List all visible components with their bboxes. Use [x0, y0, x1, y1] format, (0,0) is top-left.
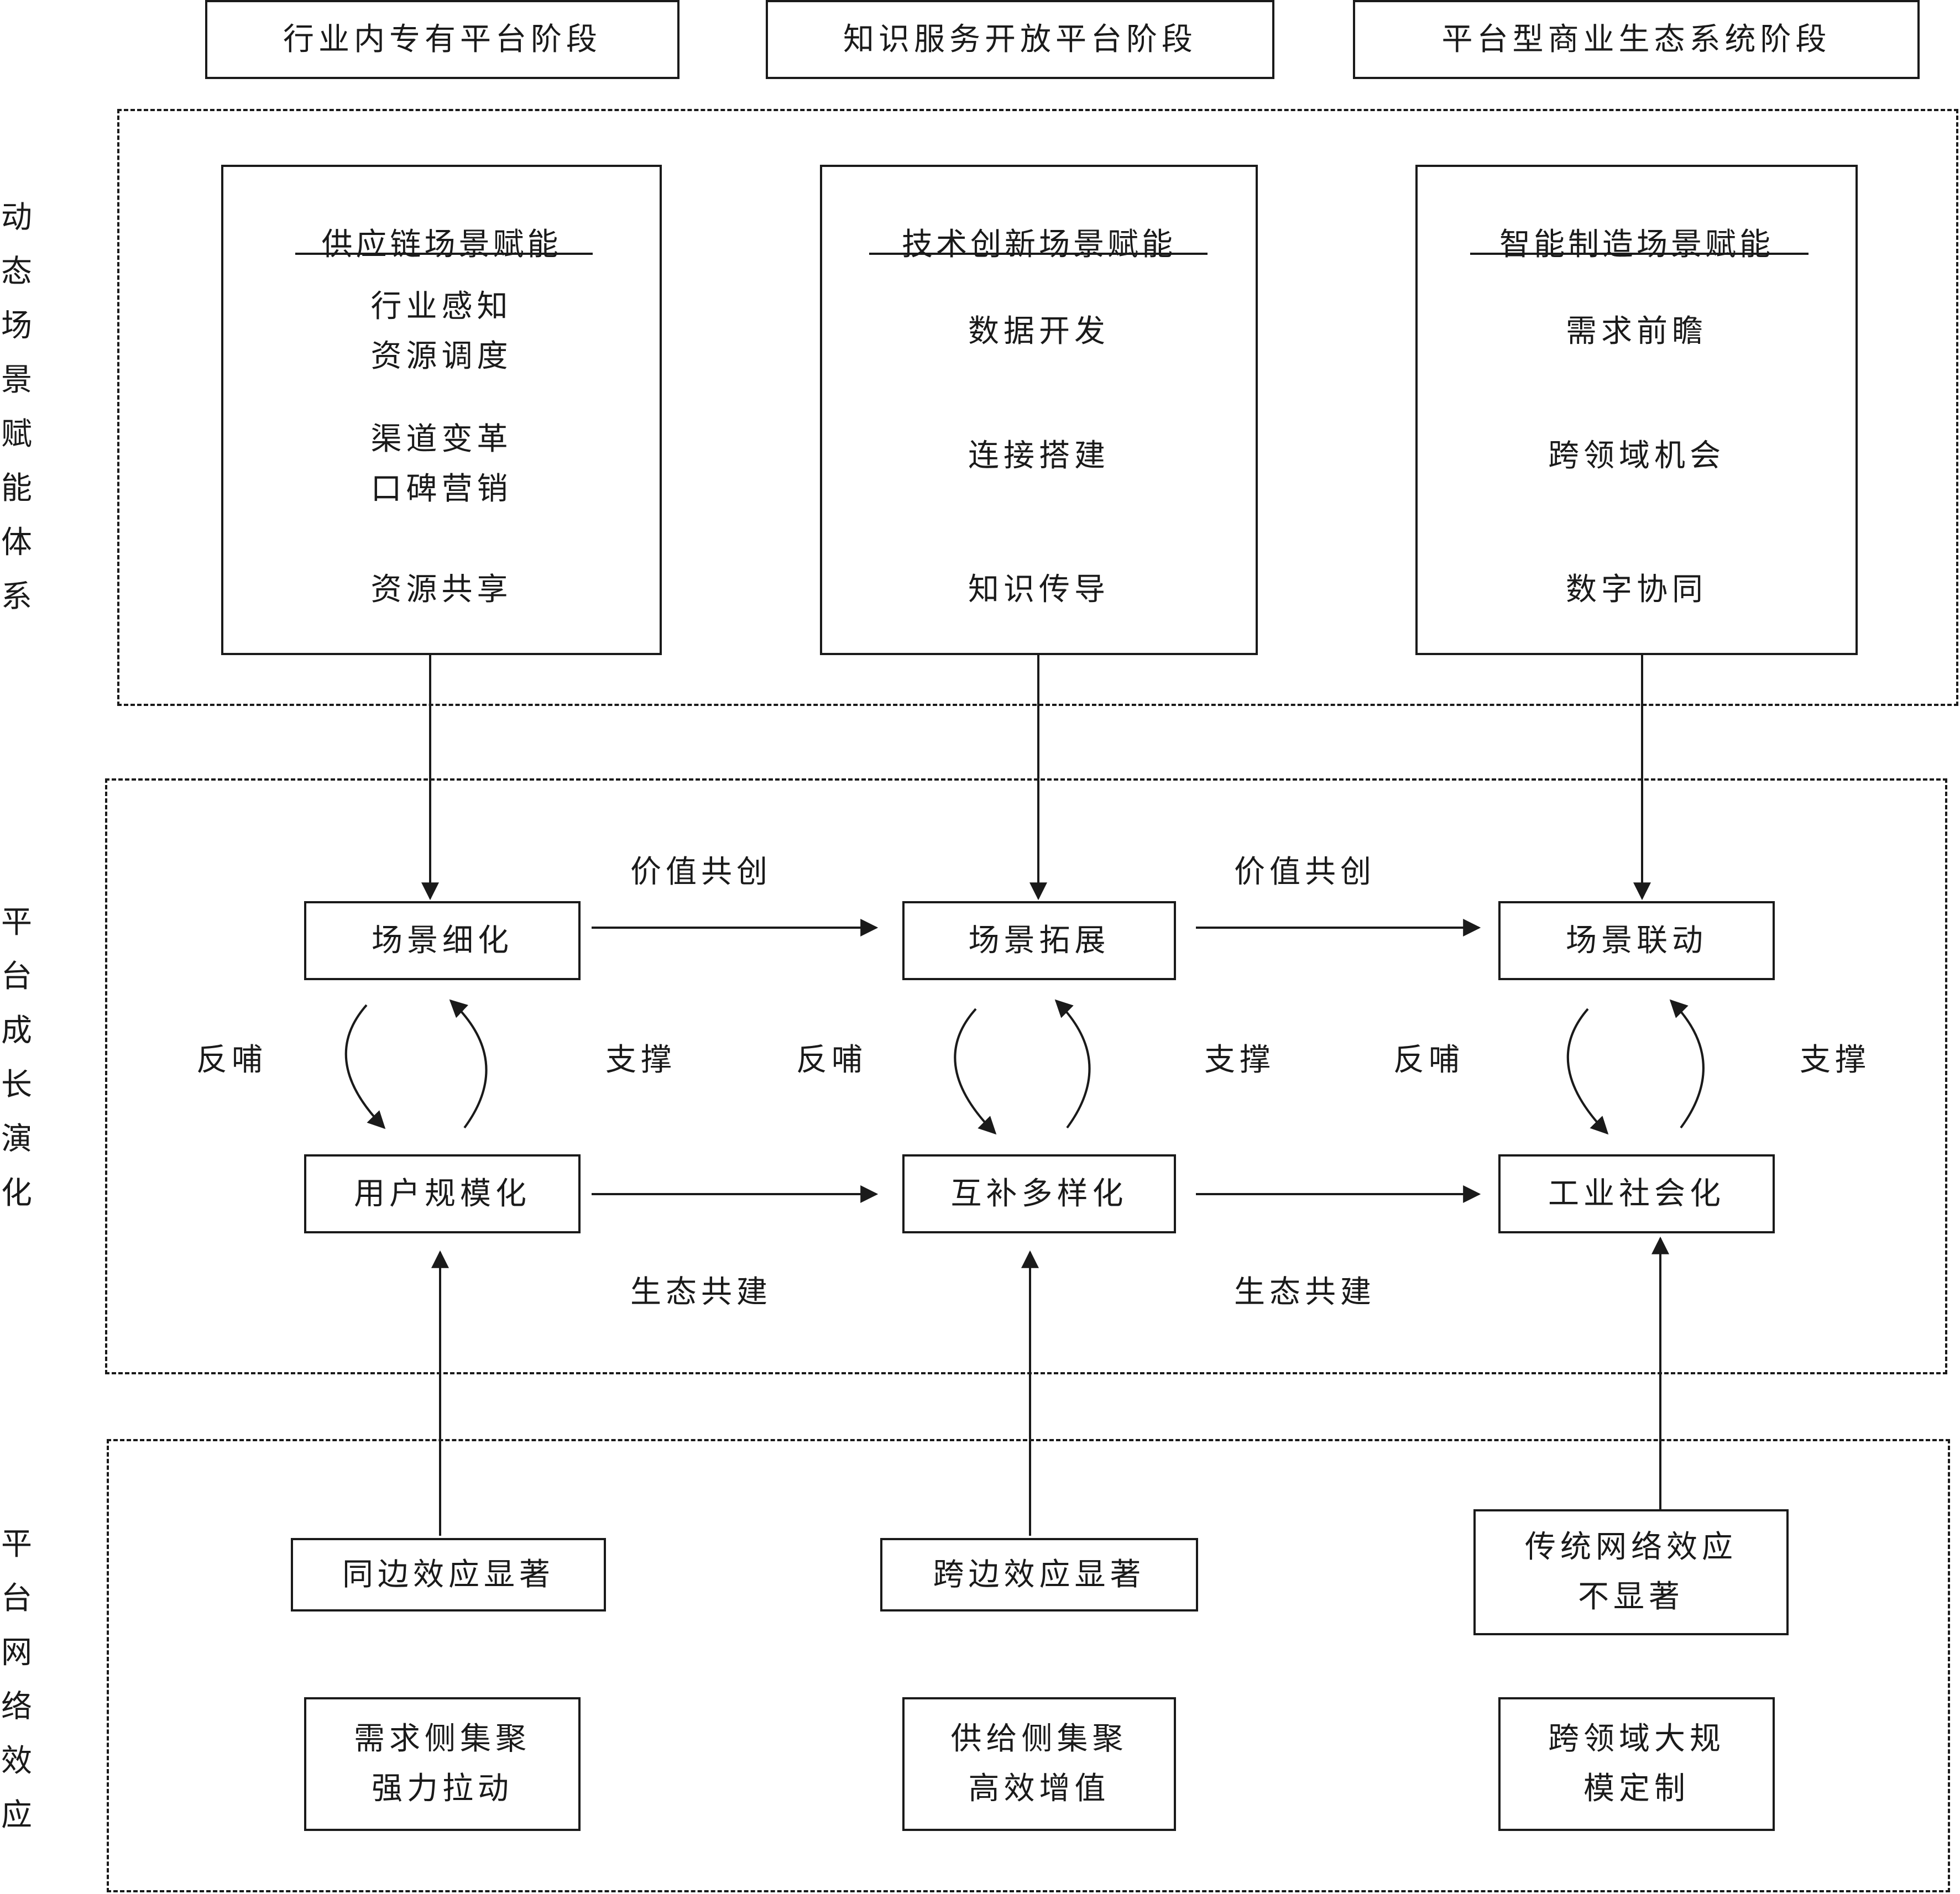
side-label-growth: 平 台 成 长 演 化: [1, 904, 32, 1211]
enablement-box-smart-manufacturing: 智能制造场景赋能 需求前瞻 跨领域机会 数字协同: [1415, 165, 1858, 655]
outcome-line: 模定制: [1583, 1771, 1690, 1807]
enablement-item: 渠道变革: [370, 421, 513, 457]
cycle-support-arrow-2: [1054, 999, 1091, 1129]
outcome-box-cross-domain: 跨领域大规 模定制: [1498, 1697, 1775, 1831]
cycle-feedback-arrow-2: [954, 1008, 997, 1135]
effect-box-traditional: 传统网络效应 不显著: [1473, 1509, 1789, 1635]
stage-box-2: 知识服务开放平台阶段: [766, 0, 1274, 79]
scene-node-expand: 场景拓展: [902, 901, 1176, 980]
outcome-line: 强力拉动: [372, 1771, 513, 1807]
enablement-item: 资源调度: [370, 338, 513, 374]
feedback-label-1: 反哺: [196, 1042, 267, 1078]
eco-cobuild-label-2: 生态共建: [1234, 1274, 1376, 1310]
stage-box-3: 平台型商业生态系统阶段: [1353, 0, 1920, 79]
outcome-line: 需求侧集聚: [354, 1721, 531, 1757]
title-underline: [295, 253, 593, 255]
outcome-line: 跨领域大规: [1548, 1721, 1725, 1757]
effect-box-cross-side: 跨边效应显著: [880, 1538, 1198, 1612]
value-cocreation-label-1: 价值共创: [630, 854, 772, 890]
cycle-feedback-arrow-1: [344, 1004, 386, 1129]
scene-node-linkage: 场景联动: [1498, 901, 1775, 980]
title-underline: [869, 253, 1208, 255]
outcome-line: 供给侧集聚: [950, 1721, 1128, 1757]
cycle-support-arrow-1: [449, 999, 488, 1129]
eco-cobuild-label-1: 生态共建: [630, 1274, 772, 1310]
enablement-item: 需求前瞻: [1566, 313, 1707, 349]
side-label-dynamic-scene: 动 态 场 景 赋 能 体 系: [1, 200, 32, 615]
effect-line: 不显著: [1578, 1579, 1684, 1615]
dynamic-scene-group: [117, 109, 1958, 706]
enablement-title: 智能制造场景赋能: [1499, 227, 1774, 263]
effect-line: 传统网络效应: [1525, 1529, 1737, 1565]
enablement-item: 资源共享: [370, 572, 513, 608]
value-cocreation-label-2: 价值共创: [1234, 854, 1376, 890]
support-label-2: 支撑: [1204, 1042, 1275, 1078]
enablement-item: 跨领域机会: [1548, 438, 1725, 474]
enablement-item: 口碑营销: [370, 471, 513, 507]
title-underline: [1470, 253, 1809, 255]
support-label-3: 支撑: [1800, 1042, 1870, 1078]
support-label-1: 支撑: [605, 1042, 676, 1078]
feedback-label-3: 反哺: [1393, 1042, 1464, 1078]
enablement-item: 数字协同: [1566, 572, 1707, 608]
outcome-line: 高效增值: [968, 1771, 1110, 1807]
network-group: [107, 1439, 1950, 1892]
enablement-item: 连接搭建: [968, 438, 1110, 474]
enablement-box-supply-chain: 供应链场景赋能 行业感知 资源调度 渠道变革 口碑营销 资源共享: [221, 165, 662, 655]
cycle-feedback-arrow-3: [1566, 1008, 1609, 1135]
enablement-item: 数据开发: [968, 313, 1110, 349]
user-node-socialize: 工业社会化: [1498, 1154, 1775, 1233]
scene-node-refine: 场景细化: [304, 901, 581, 980]
side-label-network: 平 台 网 络 效 应: [1, 1526, 32, 1833]
feedback-label-2: 反哺: [796, 1042, 867, 1078]
outcome-box-supply: 供给侧集聚 高效增值: [902, 1697, 1176, 1831]
user-node-scale: 用户规模化: [304, 1154, 581, 1233]
outcome-box-demand: 需求侧集聚 强力拉动: [304, 1697, 581, 1831]
enablement-box-tech-innovation: 技术创新场景赋能 数据开发 连接搭建 知识传导: [820, 165, 1258, 655]
enablement-title: 技术创新场景赋能: [902, 227, 1176, 263]
user-node-diversify: 互补多样化: [902, 1154, 1176, 1233]
effect-box-same-side: 同边效应显著: [291, 1538, 606, 1612]
enablement-item: 知识传导: [968, 572, 1110, 608]
stage-box-1: 行业内专有平台阶段: [205, 0, 680, 79]
growth-group: [105, 778, 1947, 1374]
enablement-title: 供应链场景赋能: [321, 227, 562, 263]
cycle-support-arrow-3: [1669, 999, 1705, 1129]
enablement-item: 行业感知: [370, 289, 513, 325]
